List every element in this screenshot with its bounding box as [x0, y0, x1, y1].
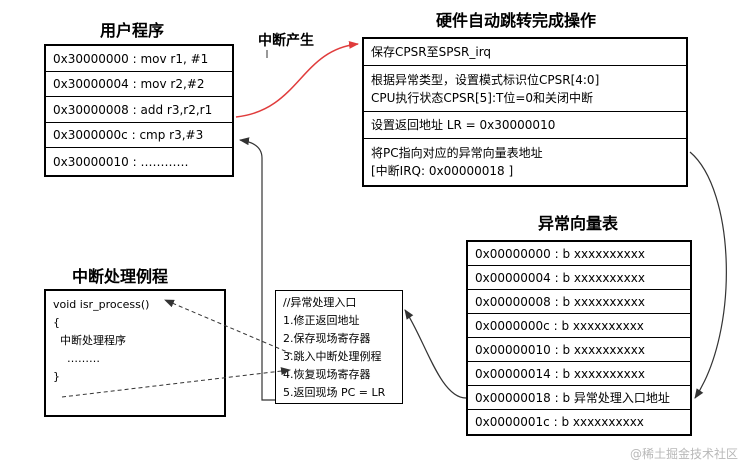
exception-entry-line: 1.修正返回地址	[283, 314, 360, 327]
vector-table-row: 0x00000004 : b xxxxxxxxxx	[468, 266, 690, 290]
isr-line: {	[53, 316, 60, 329]
exception-entry-line: 4.恢复现场寄存器	[283, 368, 371, 381]
exception-entry-line: 2.保存现场寄存器	[283, 332, 371, 345]
vector-table-row: 0x00000008 : b xxxxxxxxxx	[468, 290, 690, 314]
isr-box: void isr_process() { 中断处理程序 ……… }	[44, 289, 226, 417]
hardware-row-line: CPU执行状态CPSR[5]:T位=0和关闭中断	[371, 90, 594, 105]
interrupt-label: 中断产生	[258, 33, 314, 49]
hardware-title: 硬件自动跳转完成操作	[436, 11, 597, 30]
interrupt-arrow	[235, 40, 359, 118]
hardware-box: 保存CPSR至SPSR_irq 根据异常类型，设置模式标识位CPSR[4:0] …	[362, 37, 688, 187]
isr-title: 中断处理例程	[72, 267, 169, 286]
return-arrow	[239, 137, 275, 401]
to-exception-entry-arrow	[404, 309, 467, 399]
exception-entry-line: //异常处理入口	[283, 296, 357, 309]
return-from-isr-arrow	[61, 367, 291, 398]
vector-table-row: 0x00000010 : b xxxxxxxxxx	[468, 338, 690, 362]
user-program-title: 用户程序	[100, 21, 165, 40]
isr-line: 中断处理程序	[53, 334, 126, 347]
user-program-row: 0x30000004 : mov r2,#2	[46, 72, 232, 97]
vector-table-box: 0x00000000 : b xxxxxxxxxx 0x00000004 : b…	[466, 240, 692, 436]
jump-to-isr-arrow	[164, 299, 293, 355]
user-program-row: 0x30000000 : mov r1, #1	[46, 46, 232, 72]
exception-entry-line: 3.跳入中断处理例程	[283, 350, 382, 363]
user-program-row: 0x30000010 : …………	[53, 154, 189, 169]
hardware-row-line: 根据异常类型，设置模式标识位CPSR[4:0]	[371, 72, 600, 87]
user-program-row: 0x30000008 : add r3,r2,r1	[46, 97, 232, 123]
to-vector-arrow	[689, 151, 727, 399]
isr-line: ………	[53, 352, 100, 365]
exception-entry-box: //异常处理入口 1.修正返回地址 2.保存现场寄存器 3.跳入中断处理例程 4…	[275, 290, 403, 404]
hardware-row: 根据异常类型，设置模式标识位CPSR[4:0] CPU执行状态CPSR[5]:T…	[364, 66, 686, 112]
vector-table-row: 0x00000018 : b 异常处理入口地址	[468, 386, 690, 410]
vector-table-row: 0x0000000c : b xxxxxxxxxx	[468, 314, 690, 338]
hardware-row: 保存CPSR至SPSR_irq	[364, 39, 686, 66]
user-program-box: 0x30000000 : mov r1, #1 0x30000004 : mov…	[44, 44, 234, 177]
isr-line: }	[53, 370, 60, 383]
hardware-row: 设置返回地址 LR = 0x30000010	[364, 112, 686, 139]
vector-table-title: 异常向量表	[538, 214, 619, 233]
hardware-row: 将PC指向对应的异常向量表地址 [中断IRQ: 0x00000018 ]	[364, 139, 686, 185]
watermark: @稀土掘金技术社区	[629, 447, 738, 461]
hardware-row-line: 设置返回地址 LR = 0x30000010	[371, 118, 556, 132]
hardware-row-line: 保存CPSR至SPSR_irq	[371, 45, 492, 59]
vector-table-row: 0x00000000 : b xxxxxxxxxx	[468, 242, 690, 266]
user-program-row: 0x3000000c : cmp r3,#3	[46, 123, 232, 148]
vector-table-row: 0x00000014 : b xxxxxxxxxx	[468, 362, 690, 386]
isr-line: void isr_process()	[53, 298, 150, 311]
exception-entry-line: 5.返回现场 PC = LR	[283, 386, 386, 399]
hardware-row-line: [中断IRQ: 0x00000018 ]	[371, 164, 514, 178]
vector-table-row: 0x0000001c : b xxxxxxxxxx	[475, 415, 644, 429]
hardware-row-line: 将PC指向对应的异常向量表地址	[371, 146, 543, 160]
